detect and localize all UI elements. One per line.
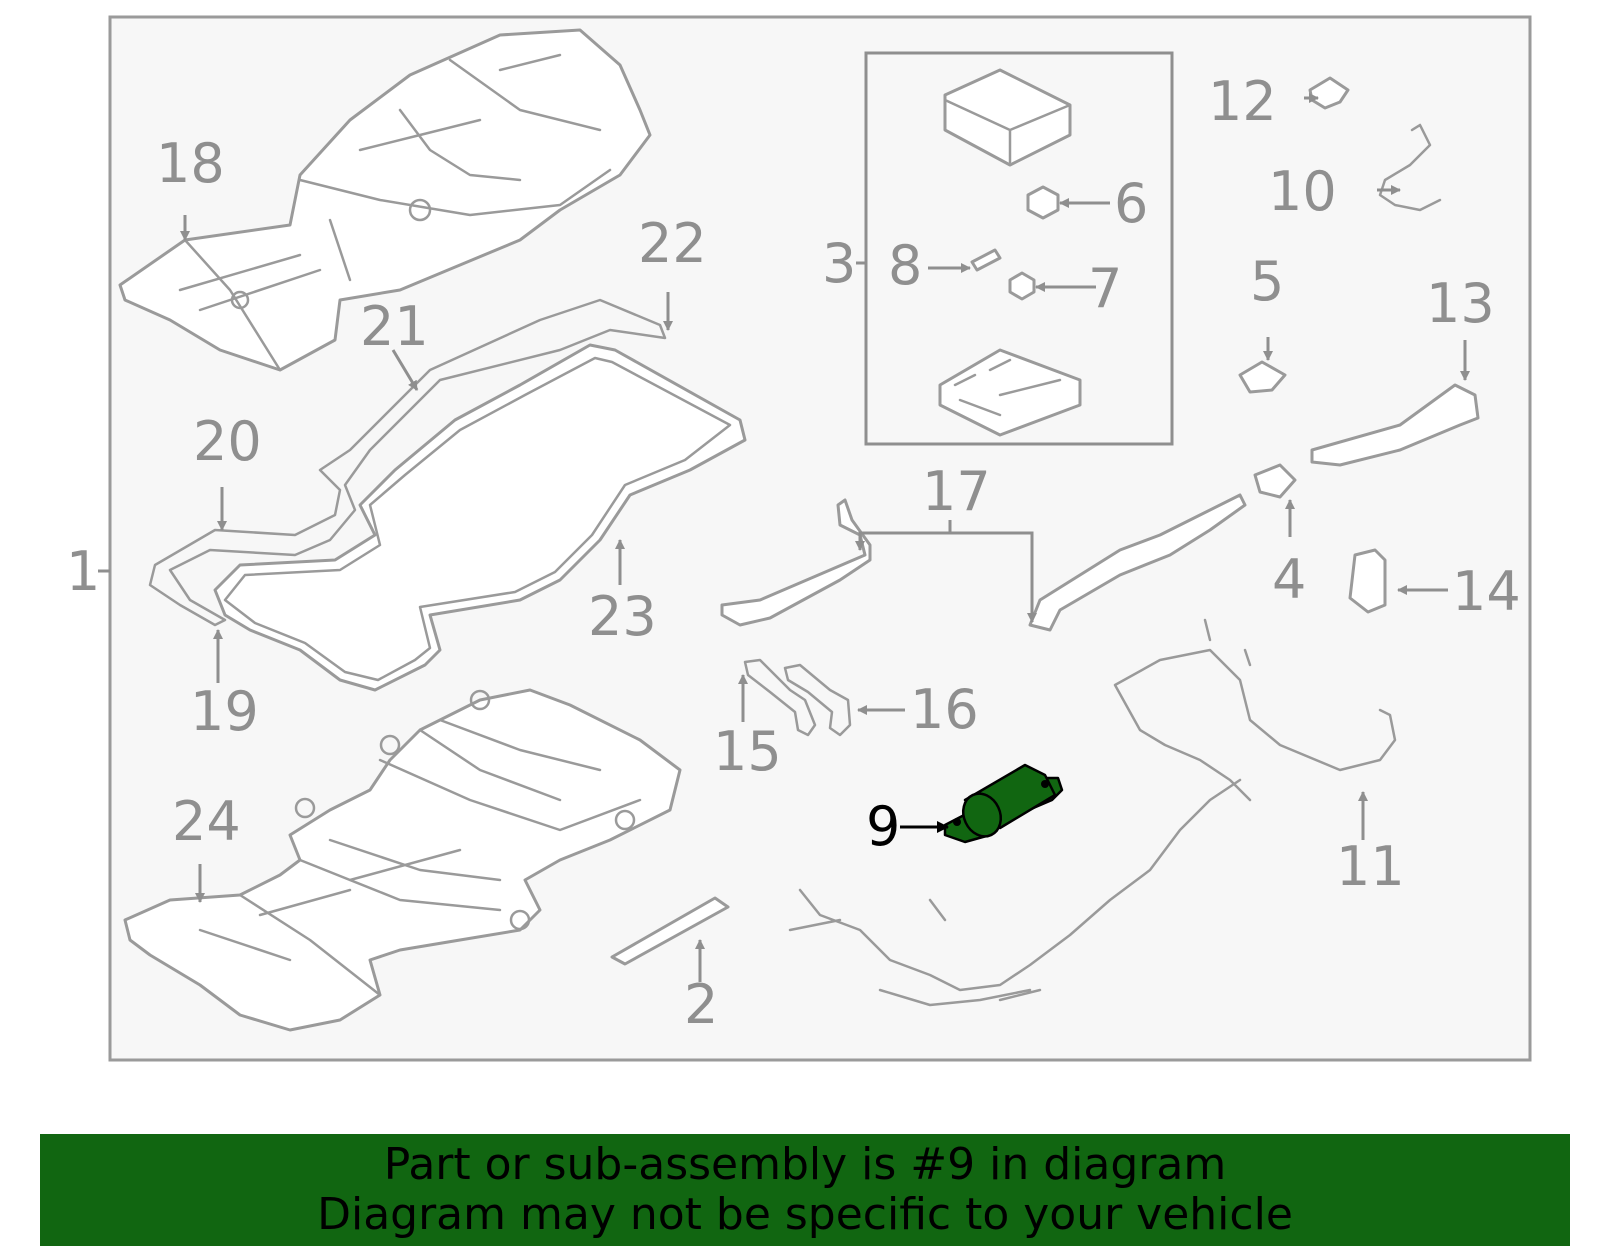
callout-14: 14: [1452, 560, 1521, 623]
leader-lines: [98, 93, 1470, 982]
part-3-upper-module: [943, 68, 1072, 167]
callout-2: 2: [684, 973, 718, 1036]
callout-21: 21: [360, 295, 429, 358]
callout-11: 11: [1336, 835, 1405, 898]
part-18-upper-cover: [118, 28, 652, 372]
callout-8: 8: [888, 234, 922, 297]
part-24-lower-tray: [123, 688, 682, 1032]
part-9-highlighted: [943, 763, 1064, 844]
part-23-gasket: [213, 343, 747, 692]
part-14-plate: [1348, 548, 1387, 614]
callout-24: 24: [172, 790, 241, 853]
callout-9: 9: [866, 795, 900, 858]
callout-13: 13: [1426, 272, 1495, 335]
part-2-strip: [610, 896, 730, 966]
part-6-connector: [1026, 185, 1060, 220]
callout-15: 15: [713, 720, 782, 783]
callout-1: 1: [66, 540, 100, 603]
callout-5: 5: [1250, 250, 1284, 313]
part-11-harness: [1113, 618, 1397, 802]
banner-line-1: Part or sub-assembly is #9 in diagram: [383, 1139, 1227, 1190]
subassembly-box-3: [864, 51, 1174, 446]
callout-3: 3: [822, 232, 856, 295]
part-17-busbar-right: [1028, 493, 1247, 632]
part-13-bracket: [1310, 383, 1480, 467]
callout-16: 16: [910, 678, 979, 741]
info-banner: Part or sub-assembly is #9 in diagram Di…: [40, 1134, 1570, 1246]
callout-22: 22: [638, 212, 707, 275]
part-15-bar: [743, 658, 817, 737]
banner-line-2: Diagram may not be specific to your vehi…: [317, 1189, 1293, 1240]
callout-17: 17: [922, 460, 991, 523]
part-21-seal: [148, 298, 667, 627]
callout-18: 18: [156, 132, 225, 195]
callout-19: 19: [190, 680, 259, 743]
part-4-clip: [1253, 463, 1297, 499]
callout-12: 12: [1208, 70, 1277, 133]
callout-6: 6: [1114, 172, 1148, 235]
harness-lower: [788, 778, 1242, 1007]
callout-23: 23: [588, 585, 657, 648]
part-7-relay: [1008, 271, 1036, 301]
part-16-bar: [783, 663, 852, 737]
part-8-fuse: [970, 248, 1002, 272]
callout-4: 4: [1272, 548, 1306, 611]
part-10-harness: [1378, 123, 1442, 212]
part-3-lower-module: [938, 348, 1082, 437]
callout-10: 10: [1268, 160, 1337, 223]
callout-7: 7: [1088, 257, 1122, 320]
part-17-busbar-left: [720, 498, 872, 627]
callout-labels: 1 2 3 4 5 6 7 8 9 10 11 12 13 14 15 16 1…: [66, 70, 1521, 1036]
callout-20: 20: [193, 410, 262, 473]
part-5-cap: [1238, 360, 1287, 394]
